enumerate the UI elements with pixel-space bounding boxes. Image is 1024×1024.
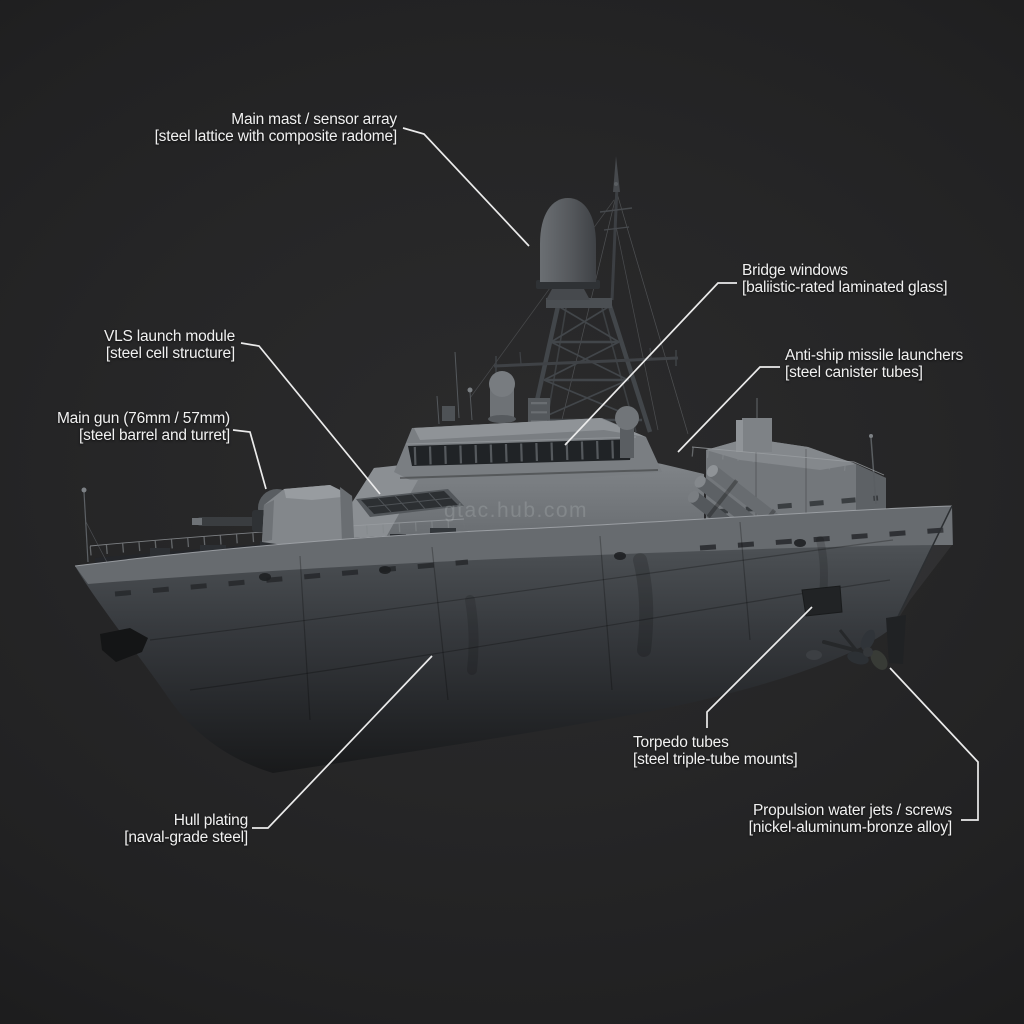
label-vls: VLS launch module [steel cell structure] xyxy=(104,328,235,362)
label-main-gun: Main gun (76mm / 57mm) [steel barrel and… xyxy=(57,410,230,444)
rudder xyxy=(886,615,906,664)
label-title: VLS launch module xyxy=(103,328,235,345)
radome xyxy=(536,198,612,308)
label-title: Main mast / sensor array xyxy=(231,111,397,128)
label-subtitle: [steel cell structure] xyxy=(105,345,235,362)
leader-propulsion xyxy=(889,667,979,821)
label-title: Bridge windows xyxy=(742,262,848,279)
label-title: Hull plating xyxy=(173,812,248,829)
mid-dome-sensor xyxy=(615,406,639,458)
propeller xyxy=(860,629,876,651)
label-title: Torpedo tubes xyxy=(633,734,729,751)
label-subtitle: [steel triple-tube mounts] xyxy=(633,751,798,768)
torpedo-hatch xyxy=(801,585,843,617)
label-title: Main gun (76mm / 57mm) xyxy=(56,410,230,427)
leader-torpedo xyxy=(706,606,813,728)
leader-bridge xyxy=(564,282,737,446)
label-subtitle: [nickel-aluminum-bronze alloy] xyxy=(748,819,953,836)
anchor xyxy=(100,628,148,662)
label-subtitle: [steel barrel and turret] xyxy=(79,427,230,444)
label-propulsion: Propulsion water jets / screws [nickel-a… xyxy=(748,802,953,836)
label-subtitle: [baliistic-rated laminated glass] xyxy=(742,279,948,296)
label-antiship: Anti-ship missile launchers [steel canis… xyxy=(785,347,963,381)
watermark: gtac.hub.com xyxy=(444,499,588,522)
label-title: Propulsion water jets / screws xyxy=(752,802,952,819)
label-hull-plating: Hull plating [naval-grade steel] xyxy=(124,812,248,846)
leader-antiship xyxy=(677,366,780,453)
leader-main-mast xyxy=(402,127,530,247)
label-subtitle: [steel canister tubes] xyxy=(785,364,923,381)
label-torpedo: Torpedo tubes [steel triple-tube mounts] xyxy=(633,734,798,768)
vls-module xyxy=(356,489,464,517)
label-subtitle: [naval-grade steel] xyxy=(124,829,248,846)
leader-vls xyxy=(240,342,381,495)
leader-main-gun xyxy=(232,429,267,490)
jackstaff xyxy=(83,491,89,563)
label-main-mast: Main mast / sensor array [steel lattice … xyxy=(154,111,398,145)
label-title: Anti-ship missile launchers xyxy=(785,347,964,364)
yardarm xyxy=(493,347,679,374)
leader-hull xyxy=(252,655,433,829)
aft-sensor-box xyxy=(742,418,772,452)
leader-lines xyxy=(232,127,979,829)
label-bridge-windows: Bridge windows [baliistic-rated laminate… xyxy=(742,262,948,296)
label-subtitle: [steel lattice with composite radome] xyxy=(154,128,398,145)
gun-barrel xyxy=(198,517,268,526)
propulsion-gear xyxy=(806,615,906,670)
hull xyxy=(74,505,953,773)
